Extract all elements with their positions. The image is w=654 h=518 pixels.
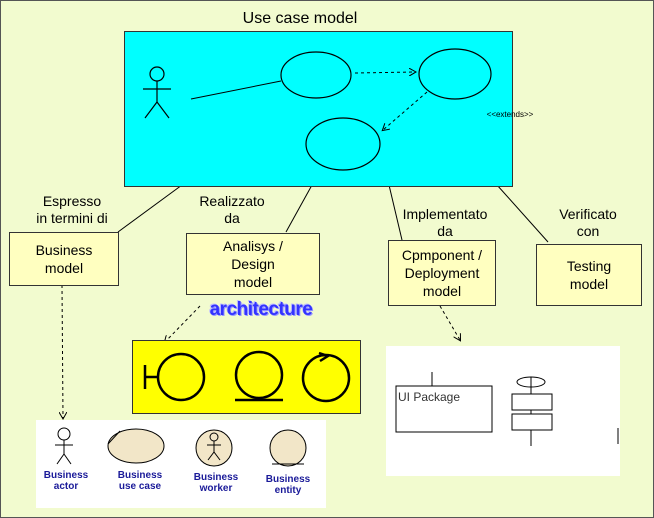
business-elements-box: Business actor Business use case Busines… <box>36 420 326 508</box>
business-actor-label: Business actor <box>43 470 89 492</box>
business-use-case-label: Business use case <box>117 470 163 492</box>
business-worker-icon <box>195 429 233 467</box>
diagram-title: Use case model <box>242 10 358 27</box>
relation-realizzato: Realizzato da <box>199 193 265 226</box>
component-diagram <box>395 372 619 446</box>
boundary-class-icon <box>143 352 206 402</box>
business-model-box: Business model <box>9 232 119 286</box>
use-case-oval <box>280 51 352 99</box>
relation-verificato: Verificato con <box>559 206 617 239</box>
business-entity-icon <box>269 429 307 467</box>
analysis-design-model-box: Analisys / Design model <box>186 233 320 295</box>
connector-component <box>388 184 403 241</box>
use-case-oval <box>418 48 492 100</box>
ui-package-label: UI Package <box>398 390 461 404</box>
business-use-case-icon <box>107 428 165 464</box>
testing-model-box: Testing model <box>536 244 642 306</box>
analysis-class-icons <box>143 350 351 403</box>
business-worker-label: Business worker <box>193 472 239 494</box>
use-case-oval <box>305 117 381 171</box>
component-deployment-model-box: Cpmponent / Deployment model <box>388 240 496 306</box>
use-case-diagram <box>143 48 492 171</box>
business-actor-icon <box>55 427 73 465</box>
actor-association <box>190 80 282 100</box>
control-class-icon <box>301 351 351 403</box>
extends-arrow <box>354 72 415 73</box>
relation-implementato: Implementato da <box>402 206 488 239</box>
package-icon <box>395 372 493 433</box>
relation-espresso: Espresso in termini di <box>36 193 108 226</box>
entity-class-icon <box>234 350 284 402</box>
analysis-classes-box <box>132 340 361 414</box>
trace-business <box>62 284 63 418</box>
connector-business <box>117 184 183 233</box>
business-entity-label: Business entity <box>265 474 311 496</box>
business-icons <box>55 427 307 467</box>
trace-analysis <box>165 305 201 342</box>
actor-icon <box>143 66 171 119</box>
architecture-label: architecture <box>209 299 313 320</box>
connector-testing <box>496 184 549 243</box>
trace-component <box>439 305 460 340</box>
component-icon <box>511 376 553 446</box>
connector-analysis <box>285 184 313 233</box>
extends-arrow <box>383 91 428 130</box>
extends-stereotype: <<extends>> <box>486 110 534 119</box>
use-case-model-box <box>124 31 513 187</box>
component-diagram-box <box>386 346 620 476</box>
